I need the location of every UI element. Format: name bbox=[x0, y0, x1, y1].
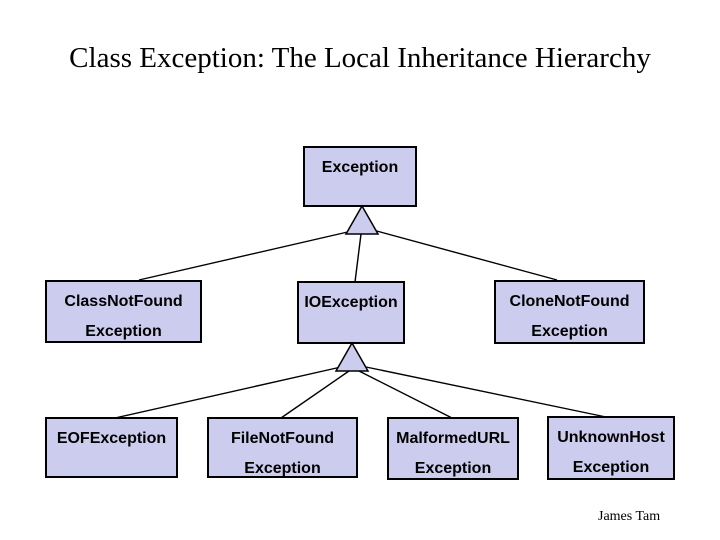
edge-exception-classnotfound bbox=[138, 230, 353, 281]
class-box-exception: Exception bbox=[303, 146, 417, 207]
class-box-label: IOException bbox=[304, 294, 398, 311]
class-box-classnotfoundexception: ClassNotFound Exception bbox=[45, 280, 202, 343]
slide-title: Class Exception: The Local Inheritance H… bbox=[69, 42, 651, 74]
inheritance-triangle-ioexception bbox=[334, 341, 370, 372]
edge-ioexception-eofexception bbox=[114, 366, 342, 419]
class-box-label: Exception bbox=[572, 459, 650, 476]
class-box-filenotfoundexception: FileNotFound Exception bbox=[207, 417, 358, 478]
edge-ioexception-malformedurl bbox=[358, 370, 453, 419]
class-box-ioexception: IOException bbox=[297, 281, 405, 344]
class-box-label: Exception bbox=[244, 460, 321, 477]
class-box-malformedurlexception: MalformedURL Exception bbox=[387, 417, 519, 480]
class-box-label: UnknownHost bbox=[557, 429, 665, 446]
class-box-label: Exception bbox=[414, 460, 492, 477]
class-box-unknownhostexception: UnknownHost Exception bbox=[547, 416, 675, 480]
class-box-label: Exception bbox=[321, 159, 399, 176]
class-box-label: EOFException bbox=[56, 430, 167, 447]
author-credit: James Tam bbox=[598, 509, 661, 524]
edge-ioexception-filenotfound bbox=[280, 370, 350, 419]
class-box-label: MalformedURL bbox=[396, 430, 510, 447]
class-box-label: Exception bbox=[85, 323, 162, 340]
class-box-label: CloneNotFound bbox=[509, 293, 630, 310]
class-box-clonenotfoundexception: CloneNotFound Exception bbox=[494, 280, 645, 344]
class-box-eofexception: EOFException bbox=[45, 417, 178, 478]
class-box-label: ClassNotFound bbox=[64, 293, 183, 310]
edge-ioexception-unknownhost bbox=[365, 366, 607, 418]
edge-exception-ioexception bbox=[354, 233, 362, 283]
edge-exception-clonenotfound bbox=[372, 229, 558, 281]
class-box-label: FileNotFound bbox=[230, 430, 335, 447]
class-box-label: Exception bbox=[531, 323, 608, 340]
inheritance-triangle-exception bbox=[344, 204, 380, 235]
